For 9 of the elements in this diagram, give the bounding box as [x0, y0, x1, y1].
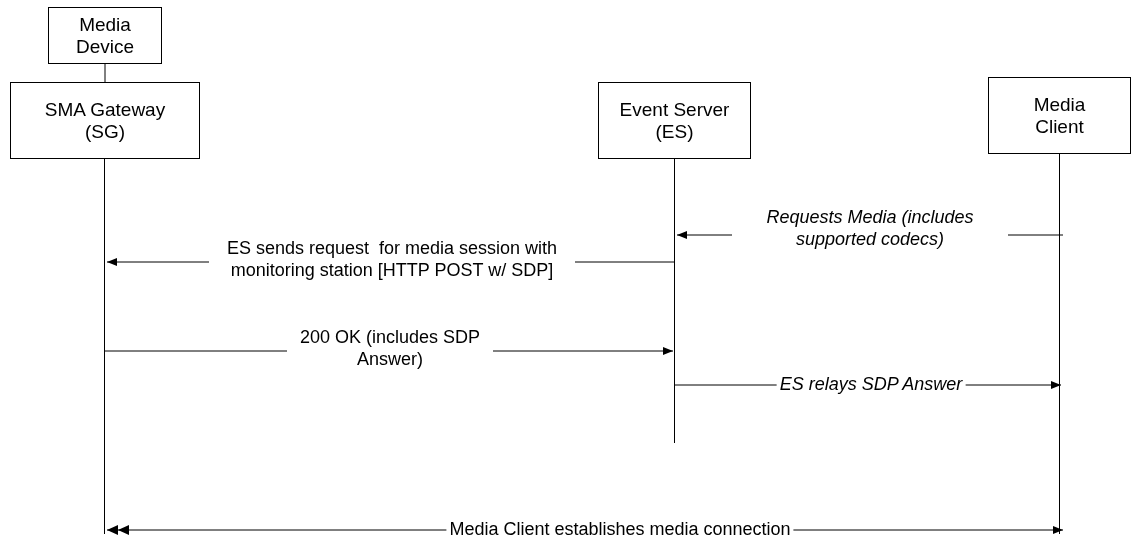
edge-label: ES relays SDP Answer: [776, 374, 966, 396]
edge-label: ES sends request for media session with monitoring station [HTTP POST w/ SDP]: [209, 238, 575, 282]
edge-label: 200 OK (includes SDP Answer): [287, 327, 493, 371]
participant-label: Event Server (ES): [619, 98, 730, 143]
participant-label: SMA Gateway (SG): [43, 98, 167, 143]
edge-label: Requests Media (includes supported codecs): [732, 207, 1008, 251]
lifeline: [988, 77, 1131, 534]
participant-label: Media Device: [74, 13, 136, 58]
participant-label: Media Client: [1032, 93, 1087, 138]
